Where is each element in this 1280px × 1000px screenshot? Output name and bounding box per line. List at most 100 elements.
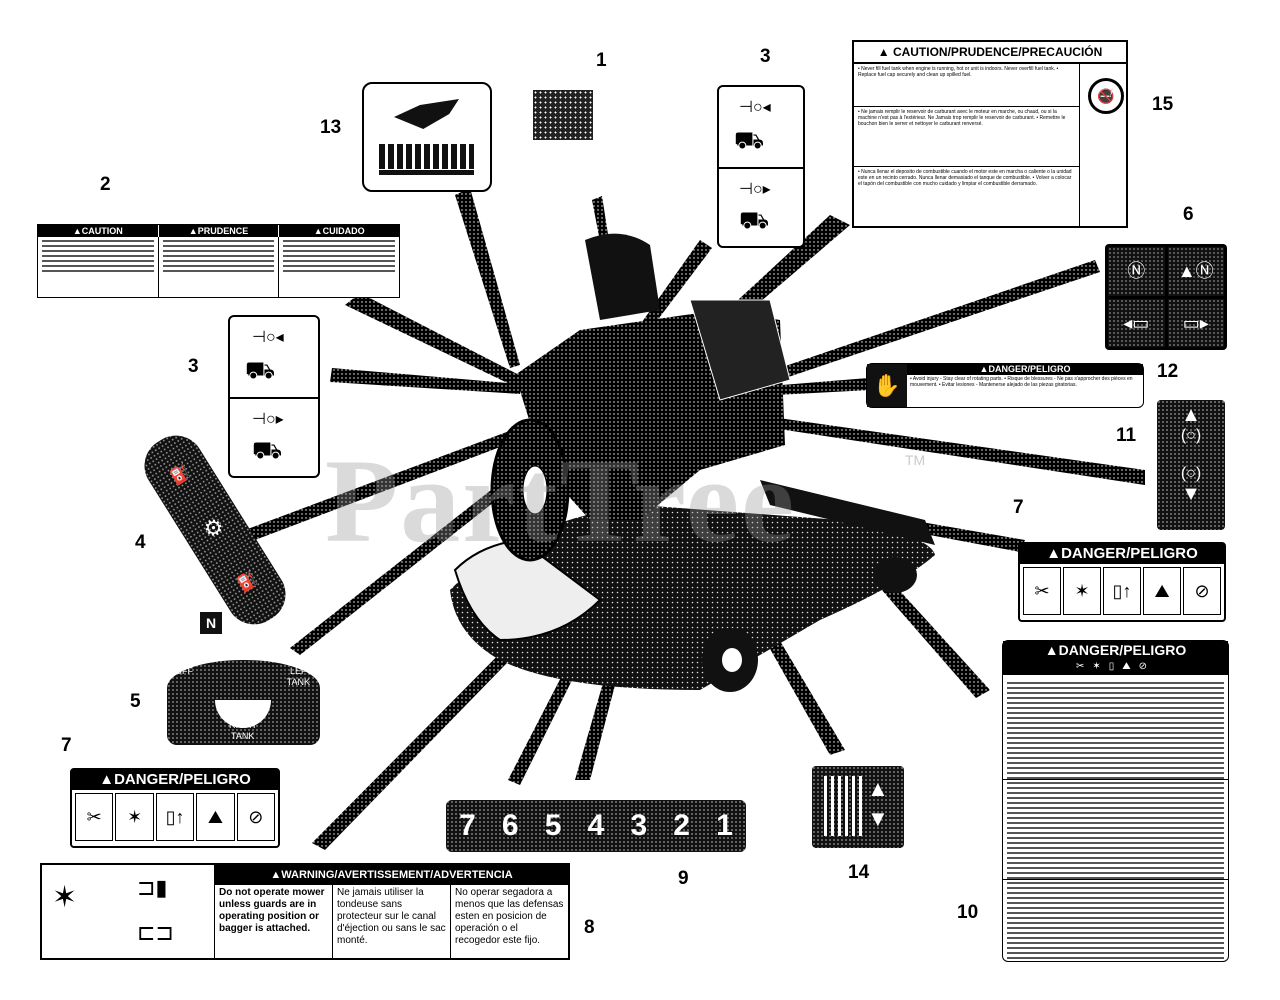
decal-10-section-fr — [1003, 780, 1228, 884]
callout-9: 9 — [678, 868, 689, 889]
watermark-tm: TM — [905, 452, 926, 468]
callout-2: 2 — [100, 174, 111, 195]
decal-15: ▲ CAUTION/PRUDENCE/PRECAUCIÓN • Never fi… — [852, 40, 1128, 228]
decal-15-title: CAUTION/PRUDENCE/PRECAUCIÓN — [892, 45, 1103, 59]
gear-icon: ⚙ — [198, 512, 229, 544]
deck-front — [453, 538, 602, 642]
ground-bar — [379, 170, 474, 175]
no-smoking-icon: 🚭 — [1088, 78, 1124, 114]
leader-4 — [245, 412, 566, 540]
thrown-object-icon: ✶ — [115, 793, 154, 841]
decal-8-picto: ✶ ⊐▮ ⊏⊐ — [42, 865, 215, 958]
down-arrow-icon: ▼ — [1181, 483, 1201, 505]
lift-lever-icon — [824, 776, 864, 836]
decal-10-header: ▲DANGER/PELIGRO — [1003, 641, 1228, 659]
decal-12-header: ▲DANGER/PELIGRO — [907, 364, 1143, 375]
decal-3a-lower: ⊣○▸ ⛟ — [719, 169, 803, 249]
thrown-object-icon: ✶ — [1063, 567, 1101, 615]
hand-warning-icon — [394, 99, 459, 129]
decal-10-section-en — [1003, 675, 1228, 784]
watermark: PartTree — [325, 434, 797, 567]
deck-roller — [873, 557, 917, 593]
rear-wheel-hub — [522, 465, 548, 515]
decal-8: ✶ ⊐▮ ⊏⊐ ▲WARNING/AVERTISSEMENT/ADVERTENC… — [40, 863, 570, 960]
thrown-object-icon: ✶ — [52, 881, 78, 914]
hand-foot-cut-icon: ✂ — [1023, 567, 1061, 615]
decal-8-es: No operar segadora a menos que las defen… — [450, 885, 568, 958]
callout-14: 14 — [848, 862, 870, 883]
decal-7b-header: ▲DANGER/PELIGRO — [1020, 544, 1224, 564]
decal-12-text: • Avoid injury - Stay clear of rotating … — [910, 376, 1133, 388]
warning-triangle-icon: ▲ — [1046, 545, 1062, 562]
bystander-icon: ▯↑ — [1103, 567, 1141, 615]
up-arrow-icon: ▲ — [1181, 404, 1201, 426]
decal-15-header: ▲ CAUTION/PRUDENCE/PRECAUCIÓN — [854, 42, 1126, 64]
decal-3b: ⊣○◂ ⛟ ⊣○▸ ⛟ — [228, 315, 320, 478]
decal-2-header-en: ▲CAUTION — [38, 225, 158, 237]
callout-6: 6 — [1183, 204, 1194, 225]
decal-2-body-fr — [157, 237, 279, 297]
leader-3b — [330, 368, 520, 394]
decal-8-fr: Ne jamais utiliser la tondeuse sans prot… — [332, 885, 450, 958]
decal-10: ▲DANGER/PELIGRO ✂✶▯⛰⊘ — [1002, 640, 1229, 962]
decal-7a: ▲DANGER/PELIGRO ✂ ✶ ▯↑ ⛰ ⊘ — [70, 768, 280, 848]
leader-10 — [860, 558, 990, 698]
decal-7b: ▲DANGER/PELIGRO ✂ ✶ ▯↑ ⛰ ⊘ — [1018, 542, 1226, 622]
decal-8-en: Do not operate mower unless guards are i… — [219, 887, 325, 934]
callout-1: 1 — [596, 50, 607, 71]
deck-guard-icon: ⊐▮ — [137, 875, 168, 900]
neutral-lever-icon: Ⓝ — [1108, 247, 1165, 296]
callout-11: 11 — [1116, 425, 1137, 446]
fuel-icon: ⛽ — [234, 569, 261, 595]
blade-icon — [379, 144, 474, 169]
decal-10-section-es — [1003, 880, 1228, 959]
decal-15-en: • Never fill fuel tank when engine is ru… — [854, 64, 1079, 107]
mower-illustration — [450, 233, 935, 692]
deck-guard-icon: ⊏⊐ — [137, 920, 174, 945]
callout-13: 13 — [320, 117, 341, 138]
decal-8-header: ▲WARNING/AVERTISSEMENT/ADVERTENCIA — [215, 865, 568, 885]
mower-deck — [450, 505, 935, 690]
decal-2-header-es: ▲CUIDADO — [278, 225, 400, 237]
decal-3a-upper: ⊣○◂ ⛟ — [719, 87, 803, 169]
callout-8: 8 — [584, 917, 595, 938]
hood — [689, 299, 791, 401]
warning-triangle-icon: ▲ — [313, 226, 323, 236]
callout-15: 15 — [1152, 94, 1174, 115]
decal-9: 7 6 5 4 3 2 1 — [446, 800, 746, 852]
leader-6 — [730, 260, 1100, 395]
leader-2 — [345, 293, 525, 388]
slope-icon: ⛰ — [196, 793, 235, 841]
leader-11 — [720, 410, 1145, 485]
warning-triangle-icon: ▲ — [270, 869, 282, 881]
bystander-icon: ▯↑ — [155, 793, 195, 841]
neutral-forward-icon: ▲Ⓝ — [1167, 247, 1224, 296]
fuel-valve-icon: ⊣○◂ — [739, 99, 771, 116]
callout-3a: 3 — [760, 46, 771, 67]
decal-1-flag — [533, 90, 668, 182]
label-left: LEFT — [289, 666, 312, 676]
label-off: OFF — [175, 666, 193, 676]
decal-2-header-fr: ▲PRUDENCE — [157, 225, 279, 237]
callout-7b: 7 — [1013, 497, 1024, 518]
decal-14: ▲▼ — [812, 766, 904, 848]
decal-6: Ⓝ ▲Ⓝ ◂▭ ▭▸ — [1105, 244, 1227, 350]
speed-digit-6: 6 — [501, 809, 519, 842]
label-left-tank: TANK — [286, 677, 310, 687]
no-children-icon: ⊘ — [236, 793, 276, 841]
fuel-icon: ⛽ — [167, 462, 194, 488]
rider-icon: ⛟ — [739, 207, 770, 234]
decal-3b-upper: ⊣○◂ ⛟ — [230, 317, 318, 399]
warning-triangle-icon: ▲ — [72, 226, 82, 236]
decal-10-icons: ✂✶▯⛰⊘ — [1003, 659, 1228, 675]
rider-icon: ⛟ — [252, 437, 283, 464]
callout-12: 12 — [1157, 361, 1178, 382]
speed-digit-5: 5 — [544, 809, 562, 842]
decal-12: ✋ ▲DANGER/PELIGRO • Avoid injury - Stay … — [866, 363, 1144, 408]
discharge-arm — [760, 480, 935, 545]
decal-15-es: • Nunca llenar el deposito de combustibl… — [858, 169, 1072, 187]
rotating-parts-icon: ✋ — [867, 364, 907, 407]
hand-foot-cut-icon: ✂ — [75, 793, 114, 841]
lever-right-icon: ▭▸ — [1167, 298, 1224, 347]
